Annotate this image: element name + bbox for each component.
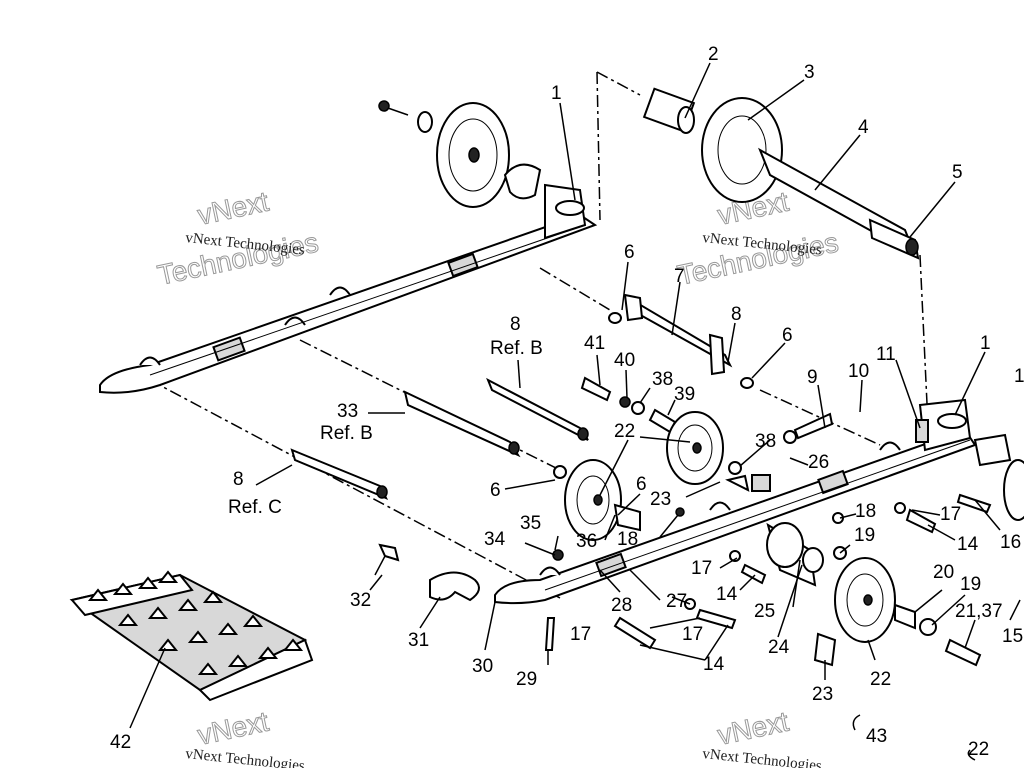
callout-20: 20: [933, 562, 954, 583]
callout-17: 17: [570, 624, 591, 645]
callout-36: 36: [576, 531, 597, 552]
watermark-big-vnext: vNext: [195, 706, 272, 751]
callout-22: 22: [968, 739, 989, 760]
callout-8: 8: [731, 304, 742, 325]
track-piece: [69, 570, 314, 702]
callout-34: 34: [484, 529, 506, 550]
callout-43: 43: [866, 726, 887, 747]
wheel-center: [564, 411, 834, 541]
callout-6: 6: [490, 480, 501, 501]
callout-32: 32: [350, 590, 371, 611]
cross-shaft: [608, 293, 754, 389]
callout-11: 11: [876, 344, 896, 365]
callout-35: 35: [520, 513, 541, 534]
callout-6: 6: [624, 242, 635, 263]
callout-28: 28: [611, 595, 632, 616]
callout-4: 4: [858, 117, 869, 138]
callout-14: 14: [957, 534, 979, 555]
rail-upper-left: [99, 183, 598, 394]
callout-18: 18: [855, 501, 876, 522]
callout-18: 18: [617, 529, 638, 550]
callout-14: 14: [716, 584, 738, 605]
callout-5: 5: [952, 162, 963, 183]
watermark-text: vNext Technologies: [185, 746, 306, 768]
callout-27: 27: [666, 591, 687, 612]
wheel-upper-left: [378, 100, 542, 208]
callout-7: 7: [674, 266, 685, 287]
callout-17: 17: [940, 504, 961, 525]
callout-41: 41: [584, 333, 605, 354]
callout-38: 38: [652, 369, 673, 390]
callout-6: 6: [636, 474, 647, 495]
callout-1: 1: [1014, 366, 1024, 387]
leader-lines: [129, 62, 1021, 729]
callout-23: 23: [650, 489, 671, 510]
ref-b-label: Ref. B: [490, 338, 543, 359]
watermark-big-vnext: vNext: [195, 186, 272, 231]
callout-22: 22: [614, 421, 635, 442]
callout-3: 3: [804, 62, 815, 83]
callout-8: 8: [510, 314, 521, 335]
rail-lower-right: [494, 398, 977, 605]
callout-30: 30: [472, 656, 493, 677]
callout-23: 23: [812, 684, 833, 705]
watermark-text: vNext Technologies: [702, 746, 823, 768]
bogie-lower: [766, 522, 982, 667]
callout-25: 25: [754, 601, 775, 622]
callout-21-37: 21,37: [955, 601, 1003, 622]
callout-2: 2: [708, 44, 719, 65]
callout-42: 42: [110, 732, 131, 753]
callout-33: 33: [337, 401, 358, 422]
callout-1: 1: [980, 333, 991, 354]
callout-15: 15: [1002, 626, 1023, 647]
callout-26: 26: [808, 452, 829, 473]
callout-labels: 1 2 3 4 5 6 7 8 6 8 Ref. B 41 40 38 39 9…: [110, 44, 1024, 760]
callout-19: 19: [960, 574, 981, 595]
callout-8: 8: [233, 469, 244, 490]
callout-17: 17: [682, 624, 703, 645]
callout-38: 38: [755, 431, 776, 452]
callout-14: 14: [703, 654, 725, 675]
callout-9: 9: [807, 367, 818, 388]
callout-10: 10: [848, 361, 869, 382]
callout-19: 19: [854, 525, 875, 546]
callout-1: 1: [551, 83, 562, 104]
callout-6: 6: [782, 325, 793, 346]
ref-b-label: Ref. B: [320, 423, 373, 444]
axle-upper: [642, 87, 920, 260]
callout-40: 40: [614, 350, 635, 371]
callout-22: 22: [870, 669, 891, 690]
callout-39: 39: [674, 384, 695, 405]
callout-16: 16: [1000, 532, 1021, 553]
loose-shafts: [290, 377, 589, 500]
callout-17: 17: [691, 558, 712, 579]
callout-29: 29: [516, 669, 537, 690]
callout-31: 31: [408, 630, 429, 651]
callout-24: 24: [768, 637, 790, 658]
ref-c-label: Ref. C: [228, 497, 282, 518]
watermark-big-vnext: vNext: [715, 706, 792, 751]
